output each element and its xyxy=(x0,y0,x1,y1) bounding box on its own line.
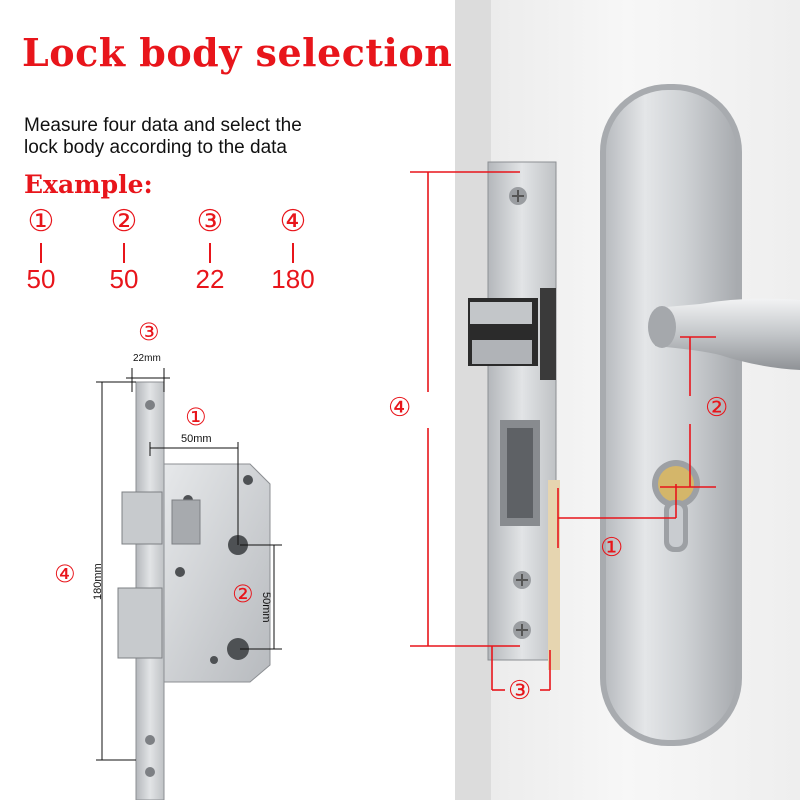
door-marker-3: ③ xyxy=(508,676,532,706)
lock-dim-1: 50mm xyxy=(181,433,212,445)
lock-marker-1: ① xyxy=(185,403,207,431)
example-value-4: 180 xyxy=(271,264,315,294)
lock-dim-2: 50mm xyxy=(260,592,272,623)
door-marker-4: ④ xyxy=(388,393,412,423)
door-edge xyxy=(455,0,491,800)
example-tick-3 xyxy=(209,243,211,263)
example-value-3: 22 xyxy=(195,264,225,294)
example-item-4: ④ 180 xyxy=(258,204,328,294)
example-marker-2: ② xyxy=(110,204,138,239)
cylinder-hole xyxy=(227,638,249,660)
lock-marker-2: ② xyxy=(232,580,254,608)
example-tick-4 xyxy=(292,243,294,263)
example-item-1: ① 50 xyxy=(6,204,76,294)
description-line-2: lock body according to the data xyxy=(24,137,288,158)
lock-dim-4: 180mm xyxy=(92,563,104,600)
door-marker-1: ① xyxy=(600,533,624,563)
lock-dimension-lines xyxy=(96,368,282,761)
example-value-1: 50 xyxy=(26,264,56,294)
example-value-2: 50 xyxy=(109,264,139,294)
example-tick-1 xyxy=(40,243,42,263)
example-marker-3: ③ xyxy=(196,204,224,239)
lock-marker-3: ③ xyxy=(138,318,160,346)
example-item-3: ③ 22 xyxy=(175,204,245,294)
lock-deadbolt xyxy=(117,587,163,659)
example-tick-2 xyxy=(123,243,125,263)
door-marker-2: ② xyxy=(705,393,729,423)
description-line-1: Measure four data and select the xyxy=(24,115,302,136)
example-item-2: ② 50 xyxy=(89,204,159,294)
page-title: Lock body selection xyxy=(22,30,453,75)
lock-dim-3: 22mm xyxy=(133,353,161,364)
lock-latch xyxy=(121,491,163,545)
example-marker-1: ① xyxy=(27,204,55,239)
handle-plate xyxy=(606,90,736,740)
lock-marker-4: ④ xyxy=(54,560,76,588)
handle-rose xyxy=(648,306,676,348)
door-dimension-lines xyxy=(410,171,716,691)
lever-handle xyxy=(655,298,800,370)
example-marker-4: ④ xyxy=(279,204,307,239)
example-heading: Example: xyxy=(24,170,153,199)
